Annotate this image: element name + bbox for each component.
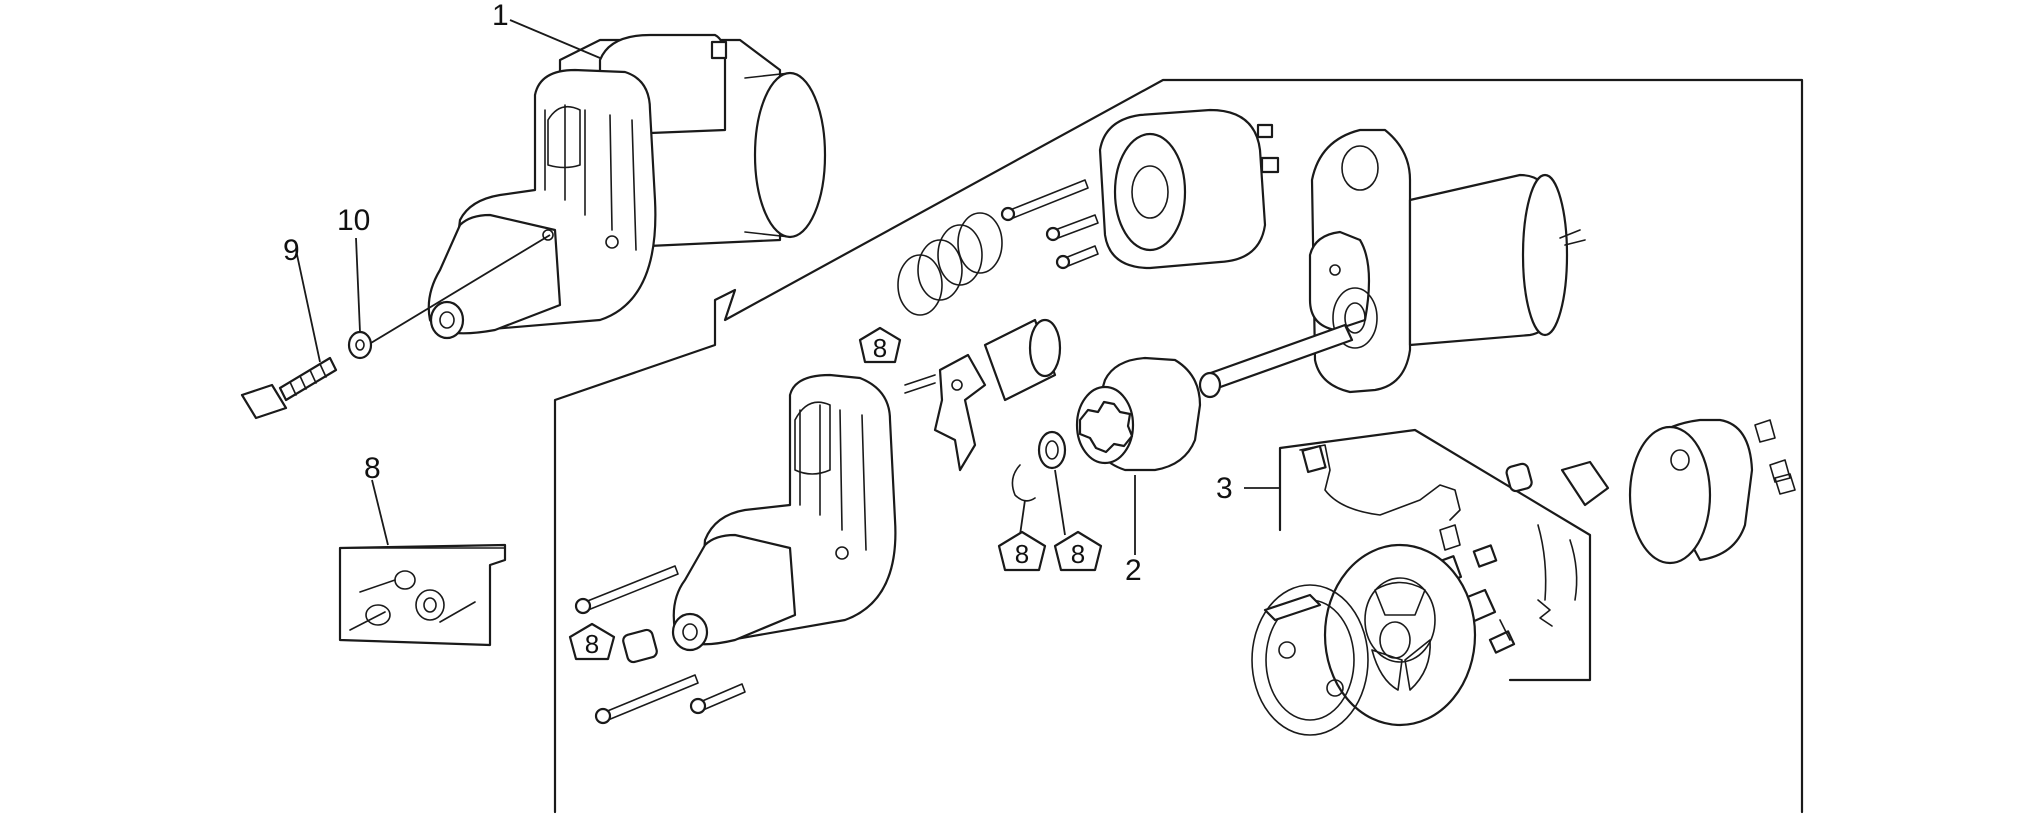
leader-line-tag-8c [1054, 469, 1066, 536]
svg-text:8: 8 [1071, 539, 1085, 569]
end-cap [1628, 418, 1796, 565]
commutator-end-plate [1323, 543, 1477, 727]
svg-text:8: 8 [873, 333, 887, 363]
kit-tag-b: 8 [997, 530, 1047, 572]
starter-assembly-main [427, 33, 827, 340]
exploded-drive-housing [671, 373, 897, 652]
washer-part [347, 330, 373, 360]
leader-line-9-10 [355, 234, 551, 353]
return-spring [897, 212, 1003, 316]
svg-text:8: 8 [1015, 539, 1029, 569]
callout-2: 2 [1125, 554, 1142, 587]
kit-tag-c: 8 [1053, 530, 1103, 572]
callout-1: 1 [492, 0, 509, 32]
kit-tag-a: 8 [858, 326, 902, 364]
callout-3: 3 [1216, 472, 1233, 505]
callout-9: 9 [283, 234, 300, 267]
bolt-part [240, 356, 338, 420]
svg-text:8: 8 [585, 629, 599, 659]
leader-line-10 [355, 237, 361, 333]
leader-line-tag-8b [1019, 499, 1026, 536]
callout-8: 8 [364, 452, 381, 485]
repair-kit-box [338, 543, 507, 647]
leader-line-8 [371, 479, 389, 546]
callout-10: 10 [337, 204, 370, 237]
leader-line-1 [509, 19, 601, 59]
exploded-view-frame [553, 78, 1804, 814]
fork-lever [904, 353, 987, 472]
solenoid-switch [1000, 108, 1280, 270]
kit-tag-d: 8 [568, 622, 616, 661]
housing-screws [574, 565, 746, 725]
armature-yoke [1198, 128, 1586, 399]
solenoid-plunger [983, 318, 1062, 402]
drive-pinion-clutch [1011, 356, 1202, 502]
leader-line-9 [295, 249, 321, 363]
brush-ring [1251, 584, 1369, 736]
